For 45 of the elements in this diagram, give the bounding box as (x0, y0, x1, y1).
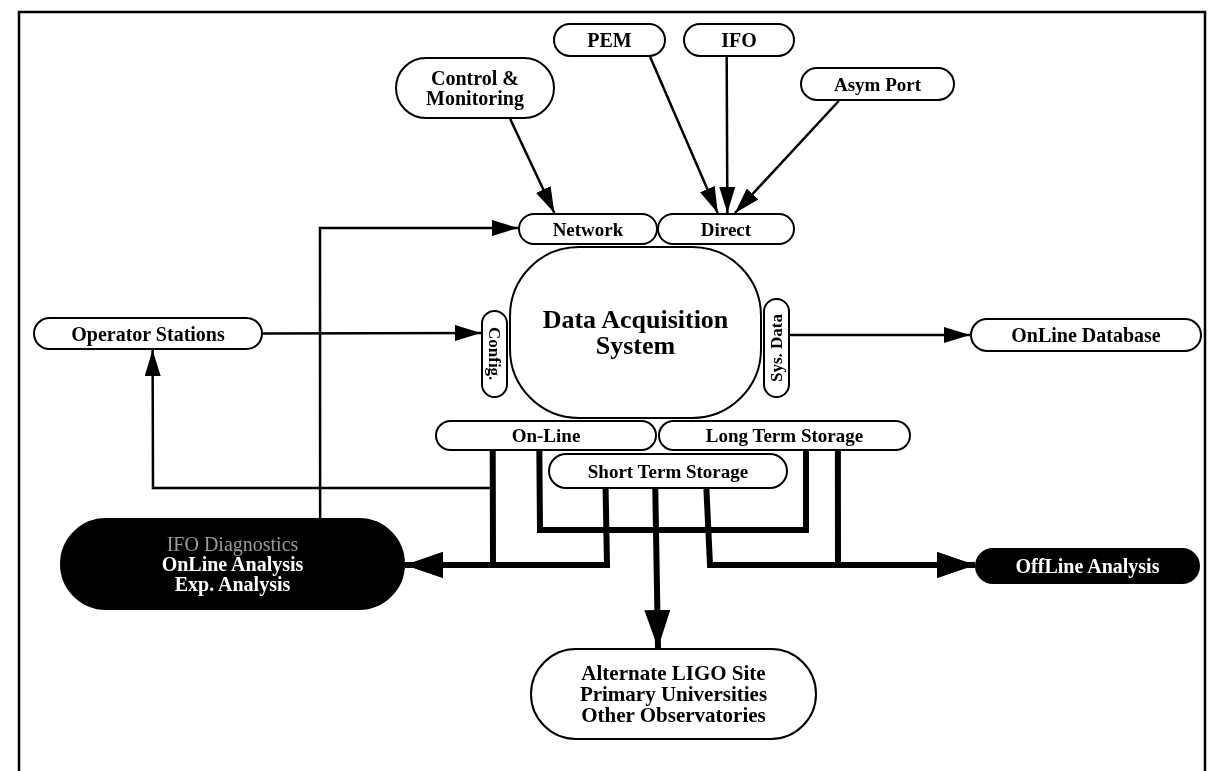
arrow (405, 488, 611, 578)
node-label: Other Observatories (581, 704, 767, 726)
node-label: Data Acquisition System (541, 306, 730, 359)
node-label: Config. (484, 327, 505, 381)
arrow (318, 220, 518, 518)
node-label: Direct (699, 219, 753, 239)
port-tab (481, 310, 508, 398)
arrow (144, 350, 495, 490)
node-label: Control & Monitoring (425, 68, 525, 108)
port-tab (548, 453, 788, 489)
connector-line (536, 450, 809, 533)
rounded-box (683, 23, 795, 57)
node-label: Asym Port (832, 74, 923, 94)
node-label: OnLine Database (1010, 325, 1162, 345)
node-label: Primary Universities (578, 683, 769, 705)
port-tab (435, 420, 657, 451)
port-tab (763, 298, 790, 398)
arrow (719, 57, 736, 213)
rounded-box (975, 548, 1200, 584)
node-label: Sys. Data (766, 314, 787, 382)
rounded-box (553, 23, 666, 57)
node-label: Network (551, 219, 625, 239)
node-label: PEM (586, 30, 633, 50)
arrow (649, 56, 719, 214)
port-tab (658, 420, 911, 451)
node-label: Alternate LIGO Site (580, 662, 767, 684)
rounded-box (970, 318, 1202, 352)
rounded-box (518, 213, 658, 245)
arrow (734, 100, 840, 214)
arrow (644, 488, 671, 649)
node-label: Short Term Storage (586, 461, 750, 481)
arrow (509, 118, 556, 214)
arrow (834, 451, 975, 578)
arrow (263, 324, 481, 341)
system-box (509, 246, 762, 419)
node-label: Exp. Analysis (173, 574, 291, 594)
node-label: IFO (720, 30, 758, 50)
rounded-box (657, 213, 795, 245)
node-label: Long Term Storage (704, 426, 865, 445)
arrow (790, 327, 970, 343)
node-label: OffLine Analysis (1014, 556, 1161, 576)
rounded-box (33, 317, 263, 350)
node-label: Operator Stations (70, 323, 226, 344)
rounded-box (800, 67, 955, 101)
node-label: On-Line (510, 426, 582, 445)
